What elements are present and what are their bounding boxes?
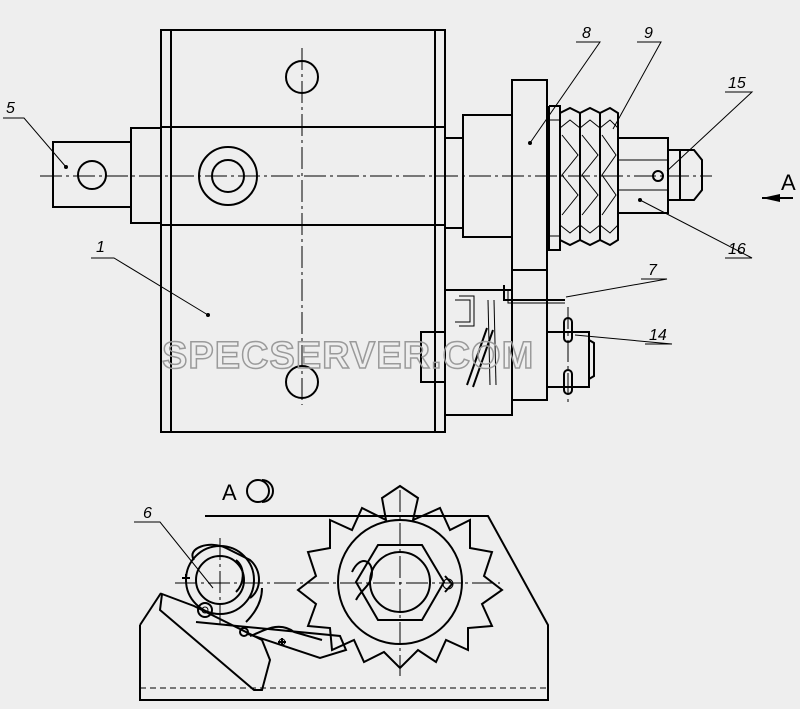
spring-coils bbox=[559, 106, 619, 247]
callout-6: 6 bbox=[143, 505, 152, 522]
view-rotation-marker bbox=[246, 479, 274, 503]
callout-16: 16 bbox=[728, 241, 746, 258]
callout-5: 5 bbox=[6, 100, 15, 117]
callout-7: 7 bbox=[648, 262, 658, 279]
callout-8: 8 bbox=[582, 25, 591, 42]
view-arrow-label: A bbox=[781, 170, 796, 195]
callout-9: 9 bbox=[644, 25, 653, 42]
view-a-label: A bbox=[222, 480, 237, 505]
leader-lines-upper bbox=[3, 41, 754, 345]
callout-15: 15 bbox=[728, 75, 746, 92]
callout-1: 1 bbox=[96, 239, 105, 256]
watermark: SPECSERVER.COM bbox=[162, 335, 534, 377]
leader-line-6 bbox=[134, 521, 214, 589]
leader-dots bbox=[64, 141, 642, 317]
lower-mechanism bbox=[420, 269, 595, 416]
view-direction-arrow bbox=[762, 194, 793, 202]
pawl-mechanism bbox=[158, 543, 348, 691]
main-housing bbox=[160, 29, 446, 433]
centerlines-lower bbox=[175, 490, 500, 676]
lower-housing bbox=[139, 515, 549, 701]
centerlines-upper bbox=[40, 48, 712, 405]
right-assembly bbox=[444, 79, 561, 271]
callout-14: 14 bbox=[649, 327, 667, 344]
